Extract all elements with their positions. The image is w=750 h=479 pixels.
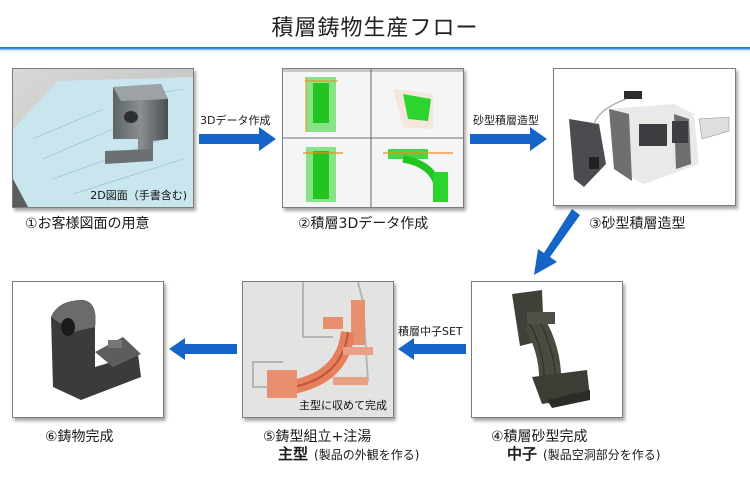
arrow-down-left-icon [534,209,580,275]
cad-four-view-illustration [283,69,463,207]
arrow-1-label: 3Dデータ作成 [200,114,271,127]
finished-casting-illustration [13,282,163,417]
arrow-4-label: 積層中子SET [398,325,463,338]
step-2-caption: ②積層3Dデータ作成 [298,216,429,232]
step-4-sub-note: (製品空洞部分を作る) [543,448,661,462]
sand-printer-illustration [554,69,735,205]
step-5-subtitle: 主型 (製品の外観を作る) [278,443,419,464]
step-5-image: 主型に収めて完成 [242,281,394,418]
step-5-caption: ⑤鋳型組立+注湯 [263,429,372,445]
step-4-caption: ④積層砂型完成 [491,429,588,445]
page-title: 積層鋳物生産フロー [271,16,479,41]
part-on-drawing-illustration [13,69,193,207]
mold-assembly-illustration [243,282,393,417]
step-4-subtitle: 中子 (製品空洞部分を作る) [507,443,660,464]
step-1-caption: ①お客様図面の用意 [25,216,150,232]
title-divider-glow [0,50,750,53]
arrow-2-label: 砂型積層造型 [473,114,539,127]
title-divider [0,47,750,50]
step-5-sub-note: (製品の外観を作る) [314,448,420,462]
arrow-right-icon [470,127,547,151]
sand-core-illustration [472,282,622,417]
arrow-left-icon [169,338,237,360]
step-3-caption: ③砂型積層造型 [589,216,686,232]
arrow-left-icon [398,338,466,360]
step-4-sub-bold: 中子 [507,445,538,463]
step-5-overlay-text: 主型に収めて完成 [299,399,387,412]
step-1-overlay-text: 2D図面（手書含む) [90,189,187,202]
arrow-right-icon [199,127,276,151]
step-6-caption: ⑥鋳物完成 [45,429,114,445]
step-1-image: 2D図面（手書含む) [12,68,194,208]
step-4-image [471,281,623,418]
step-3-image [553,68,736,206]
step-2-image [282,68,464,208]
step-6-image [12,281,164,418]
step-5-sub-bold: 主型 [278,445,309,463]
